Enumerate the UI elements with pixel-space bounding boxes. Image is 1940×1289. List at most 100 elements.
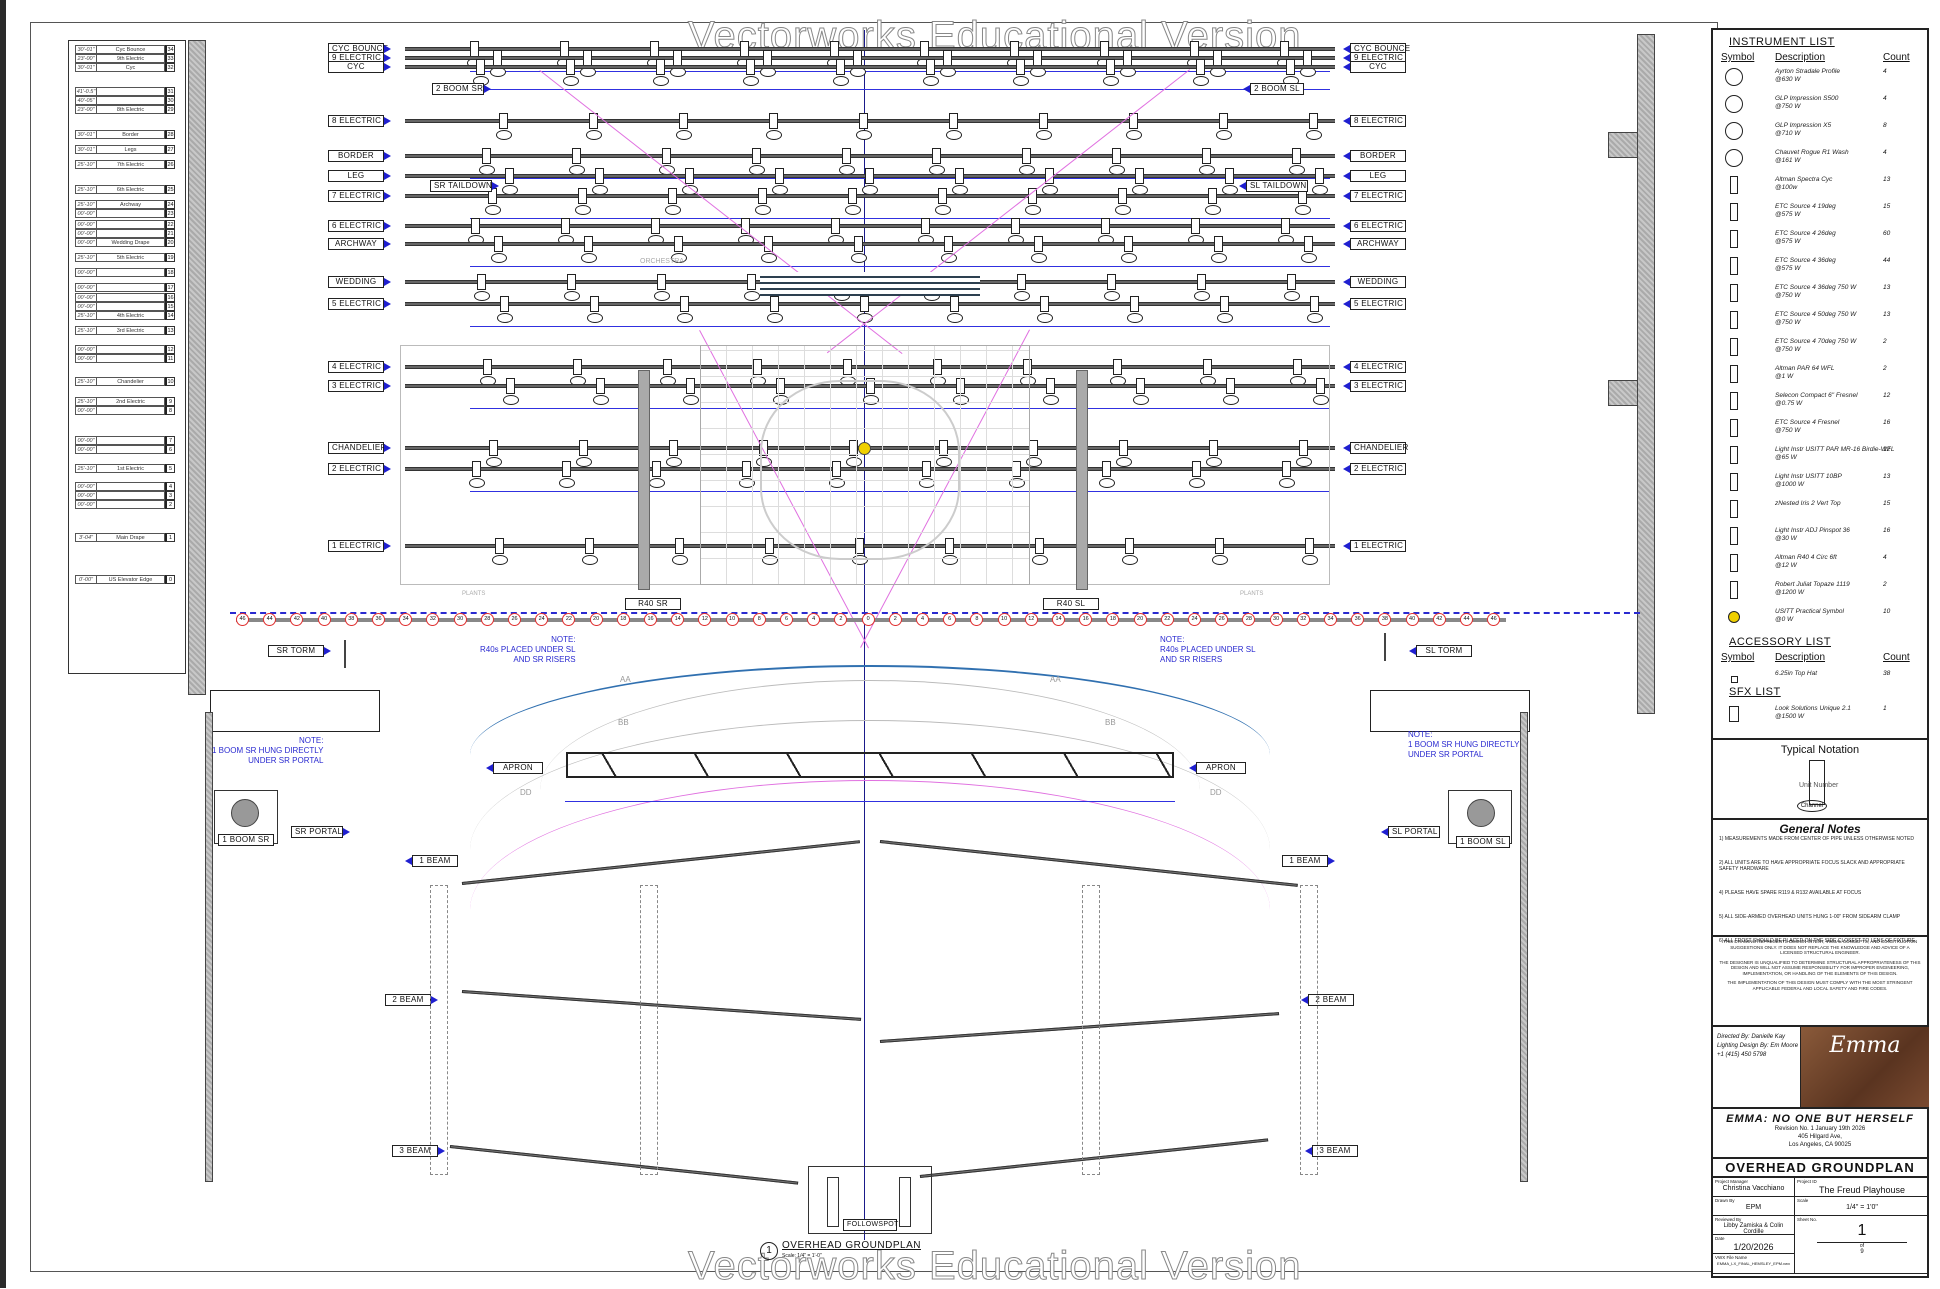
r40-unit-marker: 18	[616, 613, 630, 626]
lineset-height: 00'-00"	[75, 293, 97, 302]
lineset-name: Cyc	[97, 63, 165, 72]
lineset-num: 0	[165, 575, 175, 584]
lineset-height: 30'-01"	[75, 145, 97, 154]
channel-bubble	[492, 555, 508, 565]
moving-profile-icon	[1723, 68, 1745, 86]
r40-unit-marker: 38	[1378, 613, 1392, 626]
lighting-unit-icon	[562, 461, 571, 477]
lighting-unit-icon	[926, 59, 935, 75]
lighting-unit-icon	[1208, 188, 1217, 204]
lighting-unit-icon	[1315, 168, 1324, 184]
dimension-line	[470, 218, 1330, 219]
lineset-row: 00'-00"21	[75, 229, 175, 238]
beam-2-label-right: 2 BEAM	[1301, 994, 1354, 1006]
r40-unit-marker: 28	[480, 613, 494, 626]
instrument-description: ETC Source 4 26deg@575 W	[1775, 230, 1836, 245]
lighting-unit-icon	[584, 236, 593, 252]
r40-unit-marker: 2	[888, 613, 902, 626]
lineset-num: 6	[165, 445, 175, 454]
lighting-unit-icon	[675, 538, 684, 554]
house-wall-left	[205, 712, 213, 1182]
instrument-list-title: INSTRUMENT LIST	[1729, 36, 1835, 48]
sl-riser	[1076, 370, 1088, 590]
sheet-number: 1	[1857, 1222, 1867, 1239]
lighting-unit-icon	[1215, 538, 1224, 554]
lineset-name: 9th Electric	[97, 54, 165, 63]
count-header: Count	[1883, 52, 1910, 63]
r40-unit-marker: 4	[916, 613, 929, 626]
lineset-num: 1	[165, 533, 175, 542]
dimension-line	[470, 71, 1330, 72]
lineset-name	[97, 268, 165, 277]
dimension-line	[470, 326, 1330, 327]
instrument-count: 4	[1883, 149, 1887, 156]
channel-bubble	[1121, 253, 1137, 263]
symbol-header: Symbol	[1721, 52, 1755, 63]
channel-bubble	[833, 76, 849, 86]
instrument-count: 13	[1883, 284, 1891, 291]
drawing-scale: Scale: 1/4" = 1'-0"	[782, 1253, 822, 1259]
instrument-description: ETC Source 4 36deg@575 W	[1775, 257, 1836, 272]
channel-bubble	[586, 130, 602, 140]
r40-sl-label: R40 SL	[1043, 598, 1099, 610]
sr-portal-label: SR PORTAL	[291, 826, 350, 838]
lighting-unit-icon	[831, 218, 840, 234]
lineset-num: 27	[165, 145, 175, 154]
lighting-unit-icon	[1022, 148, 1031, 164]
lighting-unit-icon	[686, 378, 695, 394]
lineset-row: 00'-00"2	[75, 500, 175, 509]
lineset-name	[97, 87, 165, 96]
window-edge	[0, 0, 6, 1288]
r40-unit-marker: 8	[752, 613, 766, 626]
channel-bubble	[1279, 478, 1295, 488]
beam-projector-icon	[1723, 473, 1745, 491]
channel-bubble	[576, 457, 592, 467]
catwalk-outline	[1082, 885, 1100, 1175]
lighting-unit-icon	[859, 113, 868, 129]
lighting-unit-icon	[865, 168, 874, 184]
lighting-unit-icon	[1316, 378, 1325, 394]
pipe-label-sr: 5 ELECTRIC	[328, 298, 391, 310]
channel-bubble	[1103, 76, 1119, 86]
lineset-row: 00'-00"16	[75, 293, 175, 302]
lineset-name	[97, 220, 165, 229]
instrument-description: Light Instr USITT 10BP@1000 W	[1775, 473, 1842, 488]
channel-bubble	[1307, 313, 1323, 323]
lighting-unit-icon	[1035, 538, 1044, 554]
r40-unit-marker: 16	[644, 613, 657, 626]
practical-icon	[1723, 608, 1745, 626]
lighting-unit-icon	[1303, 50, 1312, 66]
beam-1-label-left: 1 BEAM	[405, 855, 458, 867]
r40-unit-marker: 14	[671, 613, 685, 626]
pipe	[405, 302, 1335, 306]
lighting-unit-icon	[741, 218, 750, 234]
lighting-unit-icon	[489, 440, 498, 456]
lighting-unit-icon	[1282, 461, 1291, 477]
lineset-num: 7	[165, 436, 175, 445]
lighting-unit-icon	[1190, 41, 1199, 57]
r40-unit-marker: 40	[1405, 613, 1419, 626]
drawing-number: 1	[760, 1242, 778, 1260]
lighting-unit-icon	[1046, 378, 1055, 394]
drawing-title: OVERHEAD GROUNDPLAN	[782, 1240, 921, 1251]
sl-portal-label: SL PORTAL	[1381, 826, 1440, 838]
lineset-height: 30'-01"	[75, 130, 97, 139]
lighting-unit-icon	[1135, 168, 1144, 184]
lighting-unit-icon	[1202, 148, 1211, 164]
instrument-count: 4	[1883, 95, 1887, 102]
boom-sr-1-label: 1 BOOM SR	[218, 834, 274, 846]
channel-bubble	[1313, 395, 1329, 405]
lighting-unit-icon	[572, 148, 581, 164]
r40-unit-marker: 36	[1351, 613, 1365, 626]
pipe-label-sr: WEDDING	[328, 276, 391, 288]
lighting-unit-icon	[830, 41, 839, 57]
lighting-unit-icon	[1220, 296, 1229, 312]
rogue-wash-icon	[1723, 149, 1745, 167]
instrument-row: Light Instr USITT PAR MR-16 Birdie-WFL@6…	[1713, 446, 1927, 468]
pipe	[405, 65, 1335, 69]
lineset-height: 25'-10"	[75, 397, 97, 406]
lineset-row: 00'-00"22	[75, 220, 175, 229]
